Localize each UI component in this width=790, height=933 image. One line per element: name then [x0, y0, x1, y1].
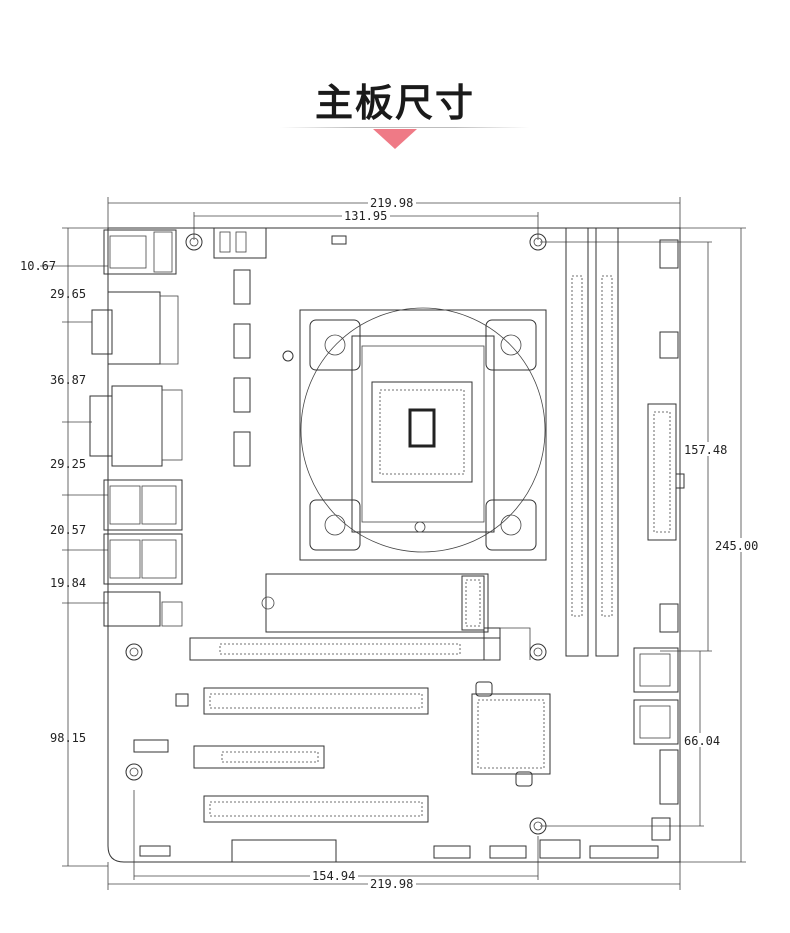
expansion-slots [189, 627, 531, 823]
title-triangle-marker [373, 129, 417, 149]
dim-top-holes: 131.95 [344, 209, 387, 223]
dim-left-7: 98.15 [50, 731, 86, 745]
dimm-slots [565, 227, 619, 657]
dim-bottom-total: 219.98 [370, 877, 413, 891]
top-headers [213, 227, 347, 467]
board-outline [107, 227, 681, 863]
page-title: 主板尺寸 [314, 81, 475, 125]
dim-bottom-holes: 154.94 [312, 869, 355, 883]
dim-left-5: 20.57 [50, 523, 86, 537]
chipset [471, 681, 551, 787]
rear-io-ports [89, 229, 183, 627]
mounting-holes [125, 233, 547, 835]
dim-left-2: 29.65 [50, 287, 86, 301]
cpu-socket [282, 307, 547, 561]
dim-right-lower: 66.04 [684, 734, 720, 748]
dim-right-total: 245.00 [715, 539, 758, 553]
dim-top-total: 219.98 [370, 196, 413, 210]
m2-slot [261, 573, 489, 633]
dim-left-3: 36.87 [50, 373, 86, 387]
title-underline [280, 127, 530, 128]
dim-left-6: 19.84 [50, 576, 86, 590]
dim-left-4: 29.25 [50, 457, 86, 471]
misc-headers [133, 693, 659, 863]
dim-right-upper: 157.48 [684, 443, 727, 457]
dimension-labels: 219.98 131.95 219.98 154.94 245.00 157.4… [20, 196, 764, 891]
dimension-lines [40, 197, 746, 890]
right-edge-connectors [633, 239, 685, 841]
dim-left-1: 10.67 [20, 259, 56, 273]
